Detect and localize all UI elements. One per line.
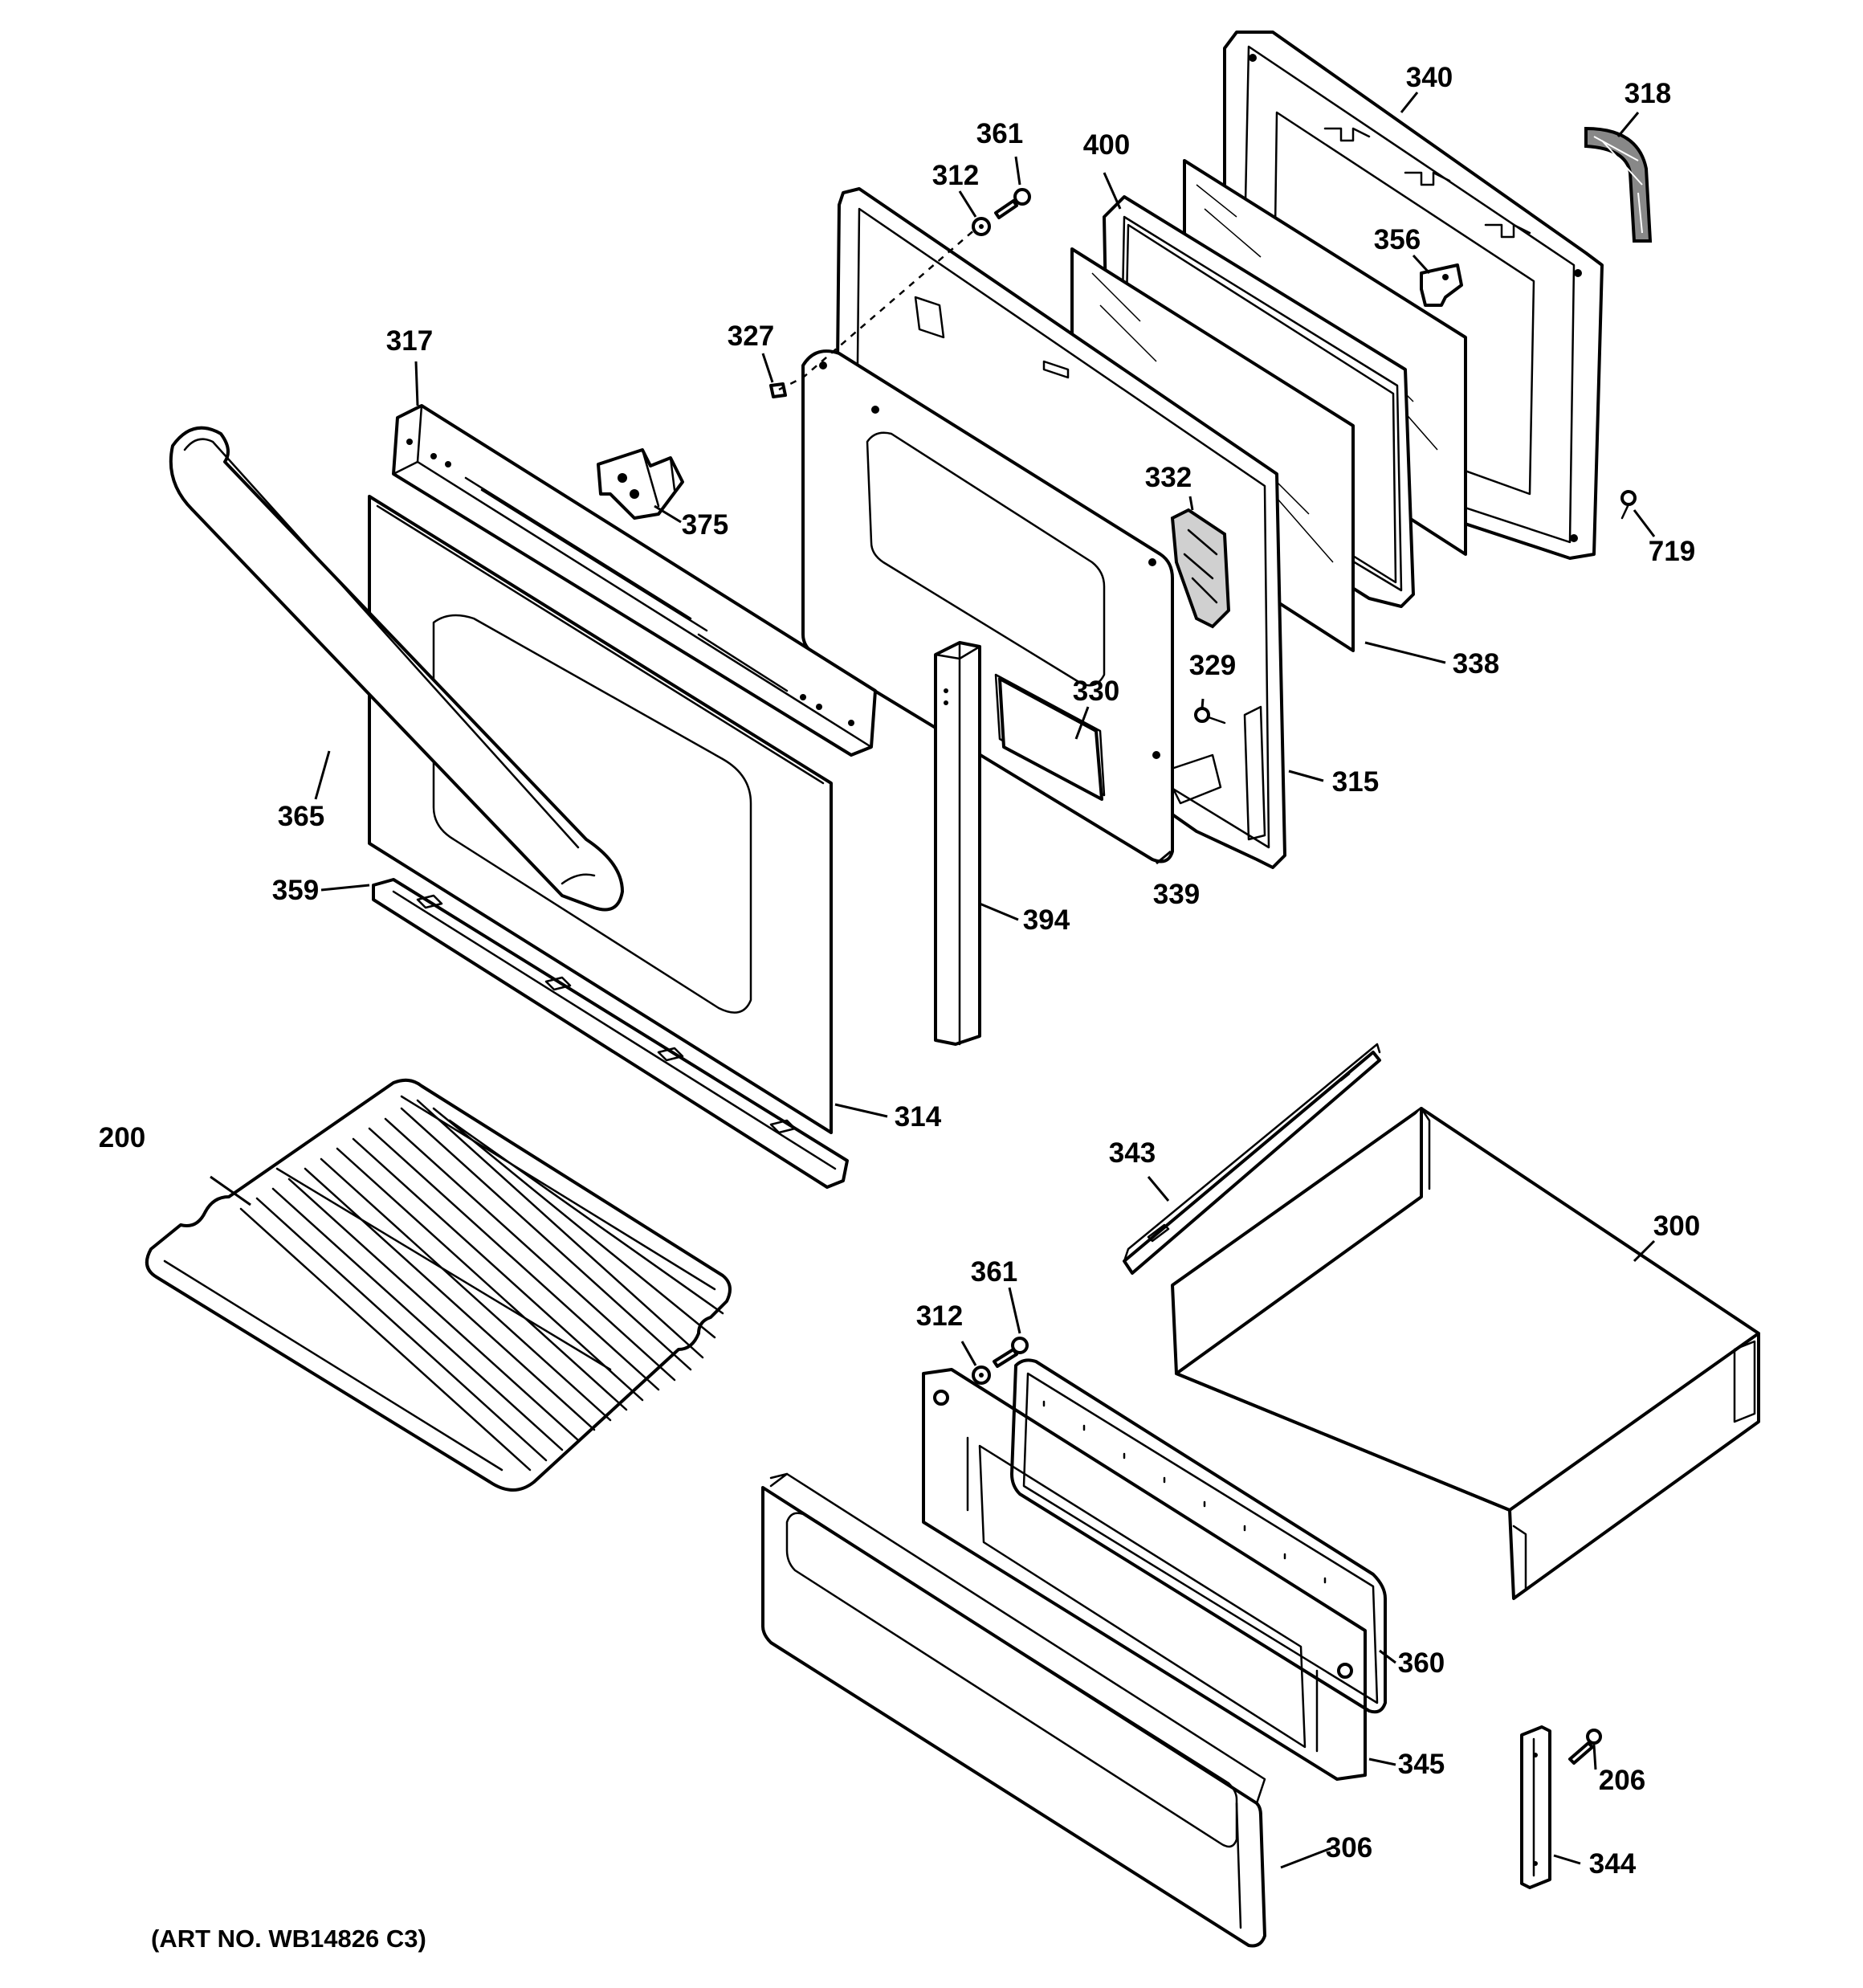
callout-361-top: 361 — [976, 118, 1023, 149]
callout-200: 200 — [99, 1122, 145, 1153]
washer-312-top-part — [972, 217, 991, 236]
callout-344: 344 — [1589, 1848, 1637, 1880]
callout-375: 375 — [682, 509, 728, 541]
screw-719-part — [1620, 490, 1637, 520]
callout-356: 356 — [1374, 224, 1421, 255]
drawer-bracket-part — [1520, 1725, 1551, 1889]
callout-317: 317 — [386, 325, 433, 357]
oven-rack-part — [145, 1078, 732, 1492]
hinge-clip-part — [1420, 263, 1463, 307]
callout-394: 394 — [1023, 904, 1070, 936]
callout-400: 400 — [1083, 129, 1130, 161]
callout-345: 345 — [1398, 1749, 1445, 1780]
door-handle-part — [169, 426, 624, 912]
callout-330: 330 — [1073, 676, 1119, 707]
callout-318: 318 — [1625, 78, 1671, 109]
door-bottom-trim-part — [372, 878, 849, 1189]
callout-327: 327 — [728, 320, 774, 352]
callout-719: 719 — [1649, 536, 1695, 567]
vent-channel-part — [934, 641, 981, 1046]
nut-327-part — [769, 228, 976, 398]
outer-door-panel-part — [368, 495, 833, 1134]
leader-lines — [210, 92, 1656, 1869]
screw-361-bottom-part — [993, 1337, 1029, 1368]
callout-340: 340 — [1406, 62, 1453, 93]
callout-365: 365 — [278, 801, 324, 832]
drawer-body-part — [1171, 1107, 1760, 1600]
art-number: (ART NO. WB14826 C3) — [151, 1925, 426, 1953]
drawer-front-panel-part — [761, 1472, 1266, 1948]
callout-343: 343 — [1109, 1137, 1156, 1169]
callout-329: 329 — [1189, 650, 1236, 681]
callout-314: 314 — [895, 1101, 942, 1133]
callout-312-top: 312 — [932, 160, 979, 191]
callout-360: 360 — [1398, 1647, 1445, 1679]
bracket-375-part — [597, 448, 684, 520]
drawer-inner-panel-part — [922, 1368, 1367, 1781]
door-gasket-part — [1584, 126, 1653, 243]
drawer-rail-part — [1123, 1043, 1381, 1275]
callout-306: 306 — [1326, 1832, 1372, 1863]
callout-315: 315 — [1332, 766, 1379, 798]
insulation-block-part — [1170, 508, 1231, 629]
callout-359: 359 — [272, 875, 319, 906]
callout-312-bottom: 312 — [916, 1300, 963, 1332]
control-panel-trim-part — [392, 404, 877, 757]
drawer-frame-part — [1010, 1358, 1387, 1714]
callout-332: 332 — [1145, 462, 1192, 493]
callout-300: 300 — [1653, 1210, 1700, 1242]
screw-361-top-part — [994, 188, 1031, 219]
washer-312-bottom-part — [972, 1365, 991, 1385]
callout-361-bottom: 361 — [971, 1256, 1017, 1288]
vent-duct-part — [998, 677, 1103, 801]
callout-339: 339 — [1153, 879, 1200, 910]
screw-206-part — [1568, 1729, 1602, 1765]
callout-338: 338 — [1453, 648, 1499, 680]
callout-labels: 340 318 361 400 312 356 327 317 375 332 … — [99, 62, 1700, 1880]
callout-206: 206 — [1599, 1765, 1645, 1796]
